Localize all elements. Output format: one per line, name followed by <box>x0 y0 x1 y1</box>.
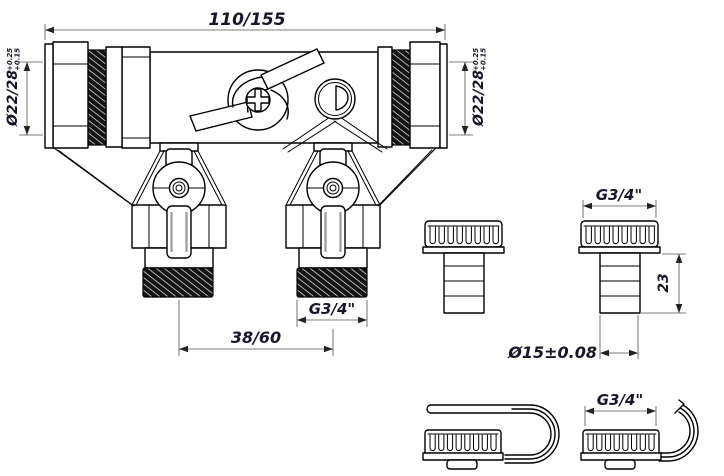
blanking-cap <box>422 429 504 470</box>
ball-valve-lever <box>189 48 325 132</box>
dim-left-bore-value: Ø22/28 <box>5 70 21 127</box>
left-hex-nut <box>52 41 89 149</box>
port-d-slot <box>335 85 349 111</box>
outlet-male-thread <box>142 267 214 298</box>
lever-blade-upper <box>260 48 325 90</box>
dim-cap-thread: G3/4" <box>597 391 643 409</box>
dim-left-bore-tol-lower: +0.15 <box>14 48 22 71</box>
hose-union-fitting-dimensioned <box>578 220 661 314</box>
lever-blade-lower <box>189 101 253 132</box>
outlet-branch-tap-right <box>284 141 382 299</box>
dim-right-bore-tol-lower: +0.15 <box>480 48 488 71</box>
body-shoulders <box>53 114 437 207</box>
dim-right-bore-tol-upper: +0.25 <box>472 48 480 71</box>
outlet-branch-tap <box>131 142 227 298</box>
union-hose-tail <box>443 252 485 314</box>
left-compression-fitting <box>44 41 151 149</box>
dim-left-bore: Ø22/28 +0.25 +0.15 <box>5 48 22 127</box>
right-compression-fitting <box>377 41 448 149</box>
tap-screw <box>168 177 190 199</box>
blanking-cap-dimensioned <box>580 429 662 470</box>
dim-overall-length: 110/155 <box>208 10 285 30</box>
hose-union-fitting <box>422 220 505 314</box>
dim-outlet-spacing: 38/60 <box>231 328 281 347</box>
dim-union-tail-length: 23 <box>656 273 672 292</box>
phillips-cross-icon <box>246 88 270 112</box>
right-olive-thread <box>391 49 411 146</box>
dim-union-tail-diameter: Ø15±0.08 <box>507 343 597 362</box>
secondary-port <box>314 78 356 120</box>
dim-right-bore-value: Ø22/28 <box>471 70 487 127</box>
manifold-main-view <box>44 41 448 299</box>
dim-right-bore: Ø22/28 +0.25 +0.15 <box>471 48 488 127</box>
dim-left-bore-tol-upper: +0.25 <box>6 48 14 71</box>
cap-strap-hook-right <box>658 399 699 462</box>
hose-union-view: G3/4" 23 Ø15±0.08 <box>422 186 686 362</box>
tap-handle-bottom-arm <box>166 205 192 259</box>
cap-view: G3/4" <box>422 391 699 470</box>
dim-union-thread: G3/4" <box>596 186 642 204</box>
right-hex-nut <box>409 41 441 149</box>
left-olive-thread <box>87 49 107 146</box>
main-view-dimensions: 110/155 Ø22/28 +0.25 +0.15 Ø22/28 +0.25 … <box>5 10 488 356</box>
cap-strap-left <box>426 404 560 464</box>
union-knurled-nut <box>424 220 503 248</box>
cap-boss <box>446 459 478 470</box>
dim-outlet-thread: G3/4" <box>309 300 355 318</box>
